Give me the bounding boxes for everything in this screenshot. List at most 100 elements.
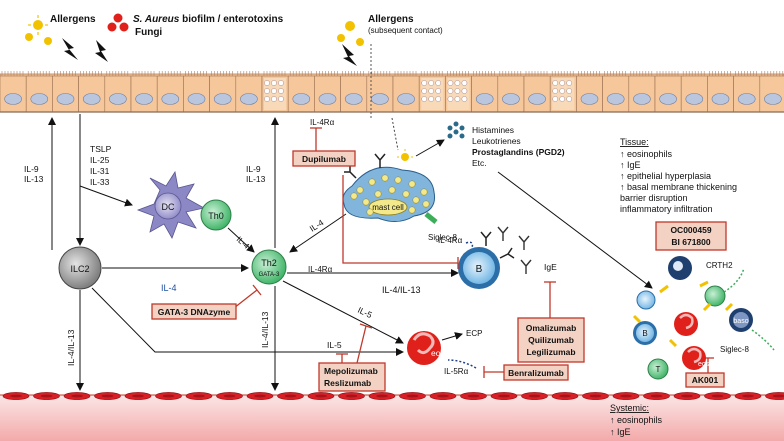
histamines-label: Histamines	[472, 125, 514, 135]
epithelial-cell	[209, 71, 237, 113]
il13-label: IL-13	[24, 174, 44, 184]
tissue-item: ↑ epithelial hyperplasia	[620, 171, 711, 181]
granule	[422, 200, 430, 208]
red-blood-cell	[704, 392, 731, 400]
prostaglandins-label: Prostaglandins (PGD2)	[472, 147, 565, 157]
ige-label: IgE	[544, 262, 557, 272]
basophil-small-cell: baso	[729, 308, 753, 332]
epithelial-cell	[104, 71, 132, 113]
baso-label: baso	[733, 318, 748, 325]
oc000459-label: OC000459	[670, 225, 711, 235]
red-blood-cell	[155, 392, 182, 400]
b-cell-label: B	[476, 264, 483, 275]
b-cell: B	[458, 247, 500, 289]
arrow-mediators-to-tissue	[497, 171, 653, 289]
mediator-receptor-icons	[632, 280, 734, 348]
b-cell-ige-receptor-icon	[480, 231, 515, 259]
epithelial-cell	[78, 71, 106, 113]
blood-vessel	[0, 395, 784, 441]
il4-ilc2-label: IL-4	[161, 283, 177, 293]
epithelial-cell	[130, 71, 158, 113]
red-blood-cell	[277, 392, 304, 400]
epithelial-cell	[602, 71, 630, 113]
epithelial-cell	[392, 71, 420, 113]
red-blood-cell	[216, 392, 243, 400]
crth2-dotted	[723, 267, 745, 293]
red-blood-cell	[643, 392, 670, 400]
il25-label: IL-25	[90, 155, 110, 165]
red-blood-cell	[94, 392, 121, 400]
th0-small-cell	[636, 290, 656, 310]
epithelial-cell	[25, 71, 53, 113]
epithelial-cell	[156, 71, 184, 113]
ligelizumab-label: Legilizumab	[526, 347, 575, 357]
th0-label: Th0	[208, 211, 224, 221]
tslp-label: TSLP	[90, 144, 112, 154]
arrow-mast-mediators	[415, 139, 445, 157]
epithelial-cell	[235, 71, 263, 113]
epithelial-cell	[471, 71, 499, 113]
il5-upper-label: IL-5	[356, 305, 374, 320]
il4-mast-label: IL-4	[308, 217, 326, 234]
dupilumab-label: Dupilumab	[302, 154, 346, 164]
epithelial-cell	[0, 71, 27, 113]
epithelial-cell	[654, 71, 682, 113]
siglec8-mast-label: Siglec-8	[428, 233, 457, 242]
granule	[388, 186, 396, 194]
reslizumab-label: Reslizumab	[324, 378, 371, 388]
th2-small-cell	[704, 285, 726, 307]
gata3-label: GATA-3	[259, 272, 280, 278]
tissue-item: ↑ IgE	[620, 160, 641, 170]
red-blood-cell	[33, 392, 60, 400]
red-blood-cell	[63, 392, 91, 400]
ak001-box: AK001	[685, 372, 725, 388]
red-blood-cell	[612, 392, 640, 400]
ak001-label: AK001	[692, 375, 719, 385]
epithelial-cell	[523, 71, 551, 113]
il33-label: IL-33	[90, 177, 110, 187]
anti-ige-box: Omalizumab Quilizumab Legilizumab	[517, 317, 585, 363]
granule	[362, 198, 370, 206]
arrow-cytokines-to-dc	[79, 185, 133, 207]
gata3-dnazyme-box: GATA-3 DNAzyme	[151, 303, 237, 320]
eos-small-label: eos	[698, 361, 710, 368]
red-blood-cell	[490, 392, 518, 400]
b-small-cell: B	[633, 321, 657, 345]
red-blood-cell	[582, 392, 609, 400]
epithelial-cell	[549, 71, 577, 113]
red-blood-cell	[2, 392, 30, 400]
epithelial-cells	[0, 71, 784, 113]
epithelial-cell	[628, 71, 656, 113]
mepolizumab-label: Mepolizumab	[324, 366, 378, 376]
benralizumab-label: Benralizumab	[508, 368, 564, 378]
epithelial-cell	[759, 71, 784, 113]
ilc2-cell: ILC2	[58, 246, 102, 290]
quilizumab-label: Quilizumab	[528, 335, 574, 345]
siglec8-dotted	[751, 329, 775, 351]
ilc2-label: ILC2	[70, 264, 89, 274]
granule	[366, 208, 374, 216]
eos-label: eos	[431, 348, 445, 358]
bi671800-label: BI 671800	[671, 237, 710, 247]
mast-cell-granules	[350, 174, 430, 216]
ige-antibody-icons	[497, 226, 532, 274]
epithelial-cell	[340, 71, 368, 113]
tissue-item: ↑ basal membrane thickening	[620, 182, 737, 192]
eos-small-cell-b: eos	[682, 346, 710, 370]
epithelial-cell	[707, 71, 734, 113]
red-blood-cell-row	[2, 392, 784, 400]
gata3-dnazyme-label: GATA-3 DNAzyme	[158, 307, 231, 317]
il4ra-b-dotted	[465, 241, 474, 249]
red-blood-cell	[734, 392, 762, 400]
omalizumab-label: Omalizumab	[526, 323, 577, 333]
benralizumab-box: Benralizumab	[503, 364, 569, 381]
tissue-item: inflammatory infiltration	[620, 204, 713, 214]
inhibitor-lines	[233, 127, 714, 378]
red-blood-cell	[338, 392, 365, 400]
systemic-item: ↑ eosinophils	[610, 415, 663, 425]
epithelial-cell	[418, 71, 446, 113]
ige-antibody-icon	[518, 235, 530, 250]
il5-lower-label: IL-5	[327, 340, 342, 350]
ige-antibody-icon	[520, 259, 532, 274]
arrow-ilc2-to-eos	[91, 287, 404, 356]
